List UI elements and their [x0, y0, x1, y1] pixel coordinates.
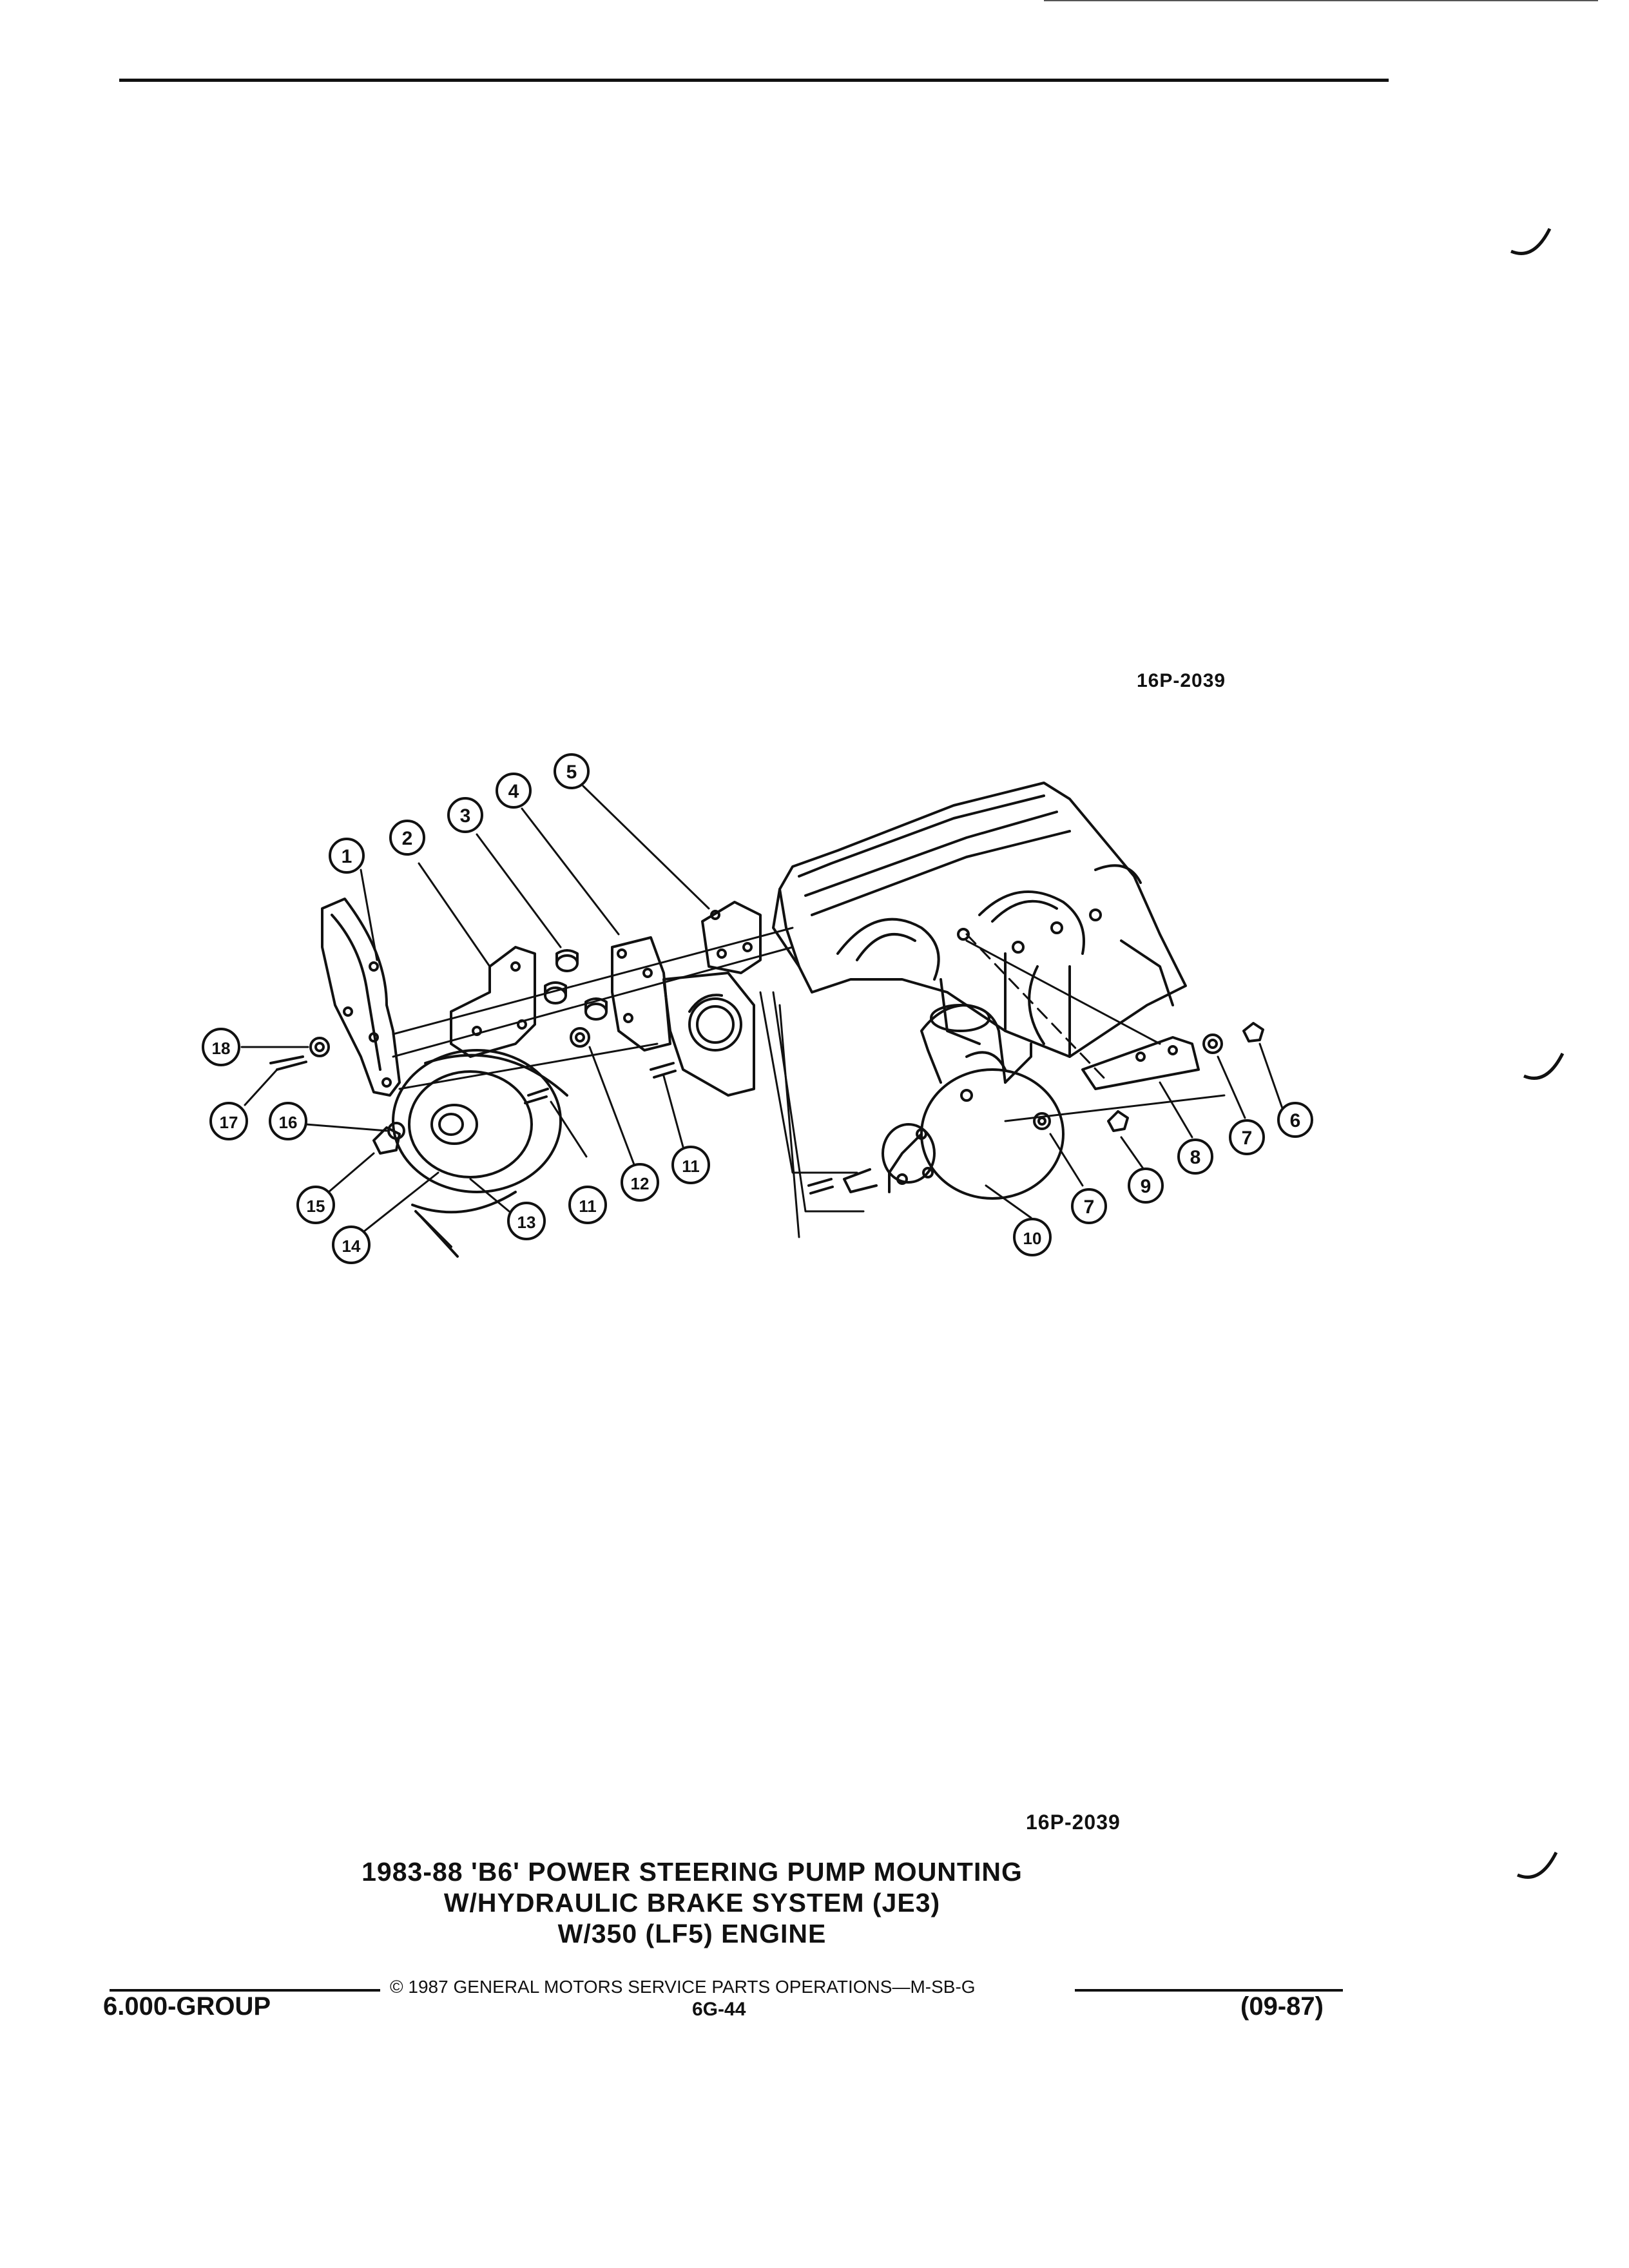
callouts: 1 2 3 4 5 18 17 16 15 14 13 11 12 11 10 …	[202, 753, 1313, 1264]
footer-rule-right	[1075, 1989, 1343, 1992]
caption-line-3: W/350 (LF5) ENGINE	[557, 1919, 827, 1948]
svg-text:8: 8	[1190, 1147, 1201, 1168]
callout-2: 2	[389, 820, 425, 856]
svg-text:7: 7	[1084, 1196, 1095, 1218]
callout-14: 14	[332, 1225, 371, 1264]
callout-12: 12	[621, 1163, 659, 1202]
caption-line-1: 1983-88 'B6' POWER STEERING PUMP MOUNTIN…	[361, 1857, 1023, 1887]
callout-18: 18	[202, 1028, 240, 1066]
callout-8: 8	[1177, 1139, 1213, 1175]
caption-line-2: W/HYDRAULIC BRAKE SYSTEM (JE3)	[443, 1888, 941, 1917]
callout-9: 9	[1128, 1168, 1164, 1204]
svg-text:9: 9	[1141, 1176, 1152, 1197]
part-5-plate	[701, 901, 762, 974]
callout-11b: 11	[671, 1146, 710, 1184]
callout-11a: 11	[568, 1186, 607, 1224]
svg-text:13: 13	[517, 1213, 536, 1232]
svg-text:10: 10	[1023, 1229, 1042, 1248]
svg-text:12: 12	[631, 1174, 650, 1193]
svg-text:7: 7	[1242, 1128, 1253, 1149]
callout-16: 16	[269, 1102, 307, 1140]
part-4-plate	[611, 936, 671, 1052]
leader-lines	[240, 785, 1284, 1235]
svg-text:3: 3	[460, 805, 471, 827]
binder-mark-bottom	[1517, 1851, 1558, 1879]
power-steering-pump	[843, 1004, 1065, 1200]
svg-text:16: 16	[279, 1113, 298, 1132]
footer-rule-left	[110, 1989, 380, 1992]
svg-text:18: 18	[212, 1039, 231, 1058]
svg-text:2: 2	[402, 828, 413, 849]
pulley-and-belt	[392, 1049, 568, 1258]
part-3-spacers	[544, 949, 608, 1021]
part-8-bracket	[1081, 1036, 1200, 1090]
engine-block-illustration	[772, 782, 1187, 1058]
callout-3: 3	[447, 797, 483, 833]
svg-text:6: 6	[1290, 1110, 1301, 1131]
callout-17: 17	[209, 1102, 248, 1140]
callout-15: 15	[296, 1186, 335, 1224]
figure-code-top: 16P-2039	[1137, 670, 1226, 691]
header-rule	[119, 79, 1389, 82]
callout-7b: 7	[1229, 1119, 1265, 1155]
group-number: 6.000-GROUP	[103, 1992, 271, 2021]
svg-text:11: 11	[682, 1157, 700, 1176]
revision-date: (09-87)	[1240, 1992, 1324, 2021]
svg-text:15: 15	[307, 1196, 325, 1216]
svg-text:5: 5	[566, 762, 577, 783]
svg-text:1: 1	[342, 846, 352, 867]
svg-text:4: 4	[508, 781, 519, 802]
page-number: 6G-44	[692, 1999, 746, 2020]
part-2-plate	[450, 946, 536, 1058]
callout-5: 5	[554, 753, 590, 789]
figure-code-bottom: 16P-2039	[1026, 1811, 1121, 1834]
svg-text:14: 14	[342, 1236, 361, 1256]
scan-edge-line	[1044, 0, 1598, 1]
callout-10: 10	[1013, 1218, 1052, 1256]
callout-13: 13	[507, 1202, 546, 1240]
svg-text:17: 17	[220, 1113, 238, 1132]
svg-text:11: 11	[579, 1196, 597, 1216]
part-1-bracket	[321, 898, 401, 1097]
binder-mark-middle	[1523, 1052, 1565, 1080]
callout-6: 6	[1277, 1102, 1313, 1138]
callout-7a: 7	[1071, 1188, 1107, 1224]
callout-1: 1	[329, 838, 365, 874]
binder-mark-top	[1510, 227, 1552, 255]
exploded-view-diagram: 1 2 3 4 5 18 17 16 15 14 13 11 12 11 10 …	[202, 753, 1313, 1264]
callout-4: 4	[496, 773, 532, 809]
assembly-lines	[392, 927, 1226, 1238]
front-mount-bracket	[662, 972, 755, 1097]
copyright-line: © 1987 GENERAL MOTORS SERVICE PARTS OPER…	[390, 1977, 976, 1997]
